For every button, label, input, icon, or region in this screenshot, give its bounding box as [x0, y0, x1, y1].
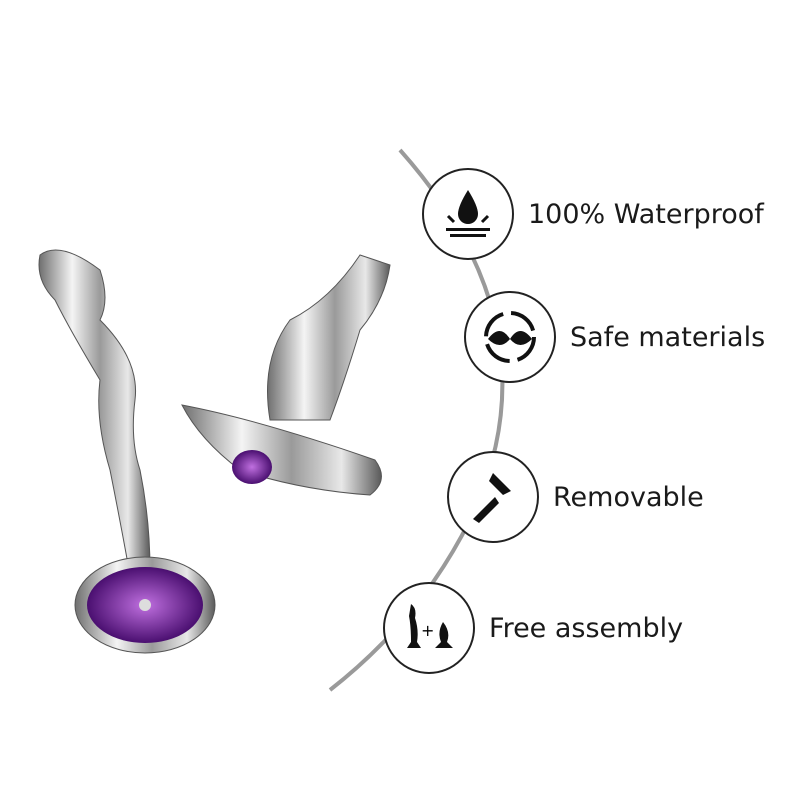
- feature-label: Removable: [553, 481, 704, 513]
- detachable-plug-icon: [447, 451, 539, 543]
- leaf-recycle-icon: [464, 291, 556, 383]
- feature-removable: Removable: [447, 451, 704, 543]
- gem: [232, 450, 272, 484]
- feature-safe-materials: Safe materials: [464, 291, 765, 383]
- feature-label: Safe materials: [570, 321, 766, 353]
- feature-label: 100% Waterproof: [528, 198, 764, 230]
- assembly-plus-icon: +: [383, 582, 475, 674]
- svg-text:+: +: [421, 621, 434, 640]
- water-drop-icon: [422, 168, 514, 260]
- short-plug: [267, 254, 391, 421]
- feature-free-assembly: + Free assembly: [383, 582, 683, 674]
- feature-label: Free assembly: [489, 612, 684, 644]
- short-plug-base: [181, 404, 382, 496]
- feature-waterproof: 100% Waterproof: [422, 168, 764, 260]
- long-plug: [38, 249, 151, 576]
